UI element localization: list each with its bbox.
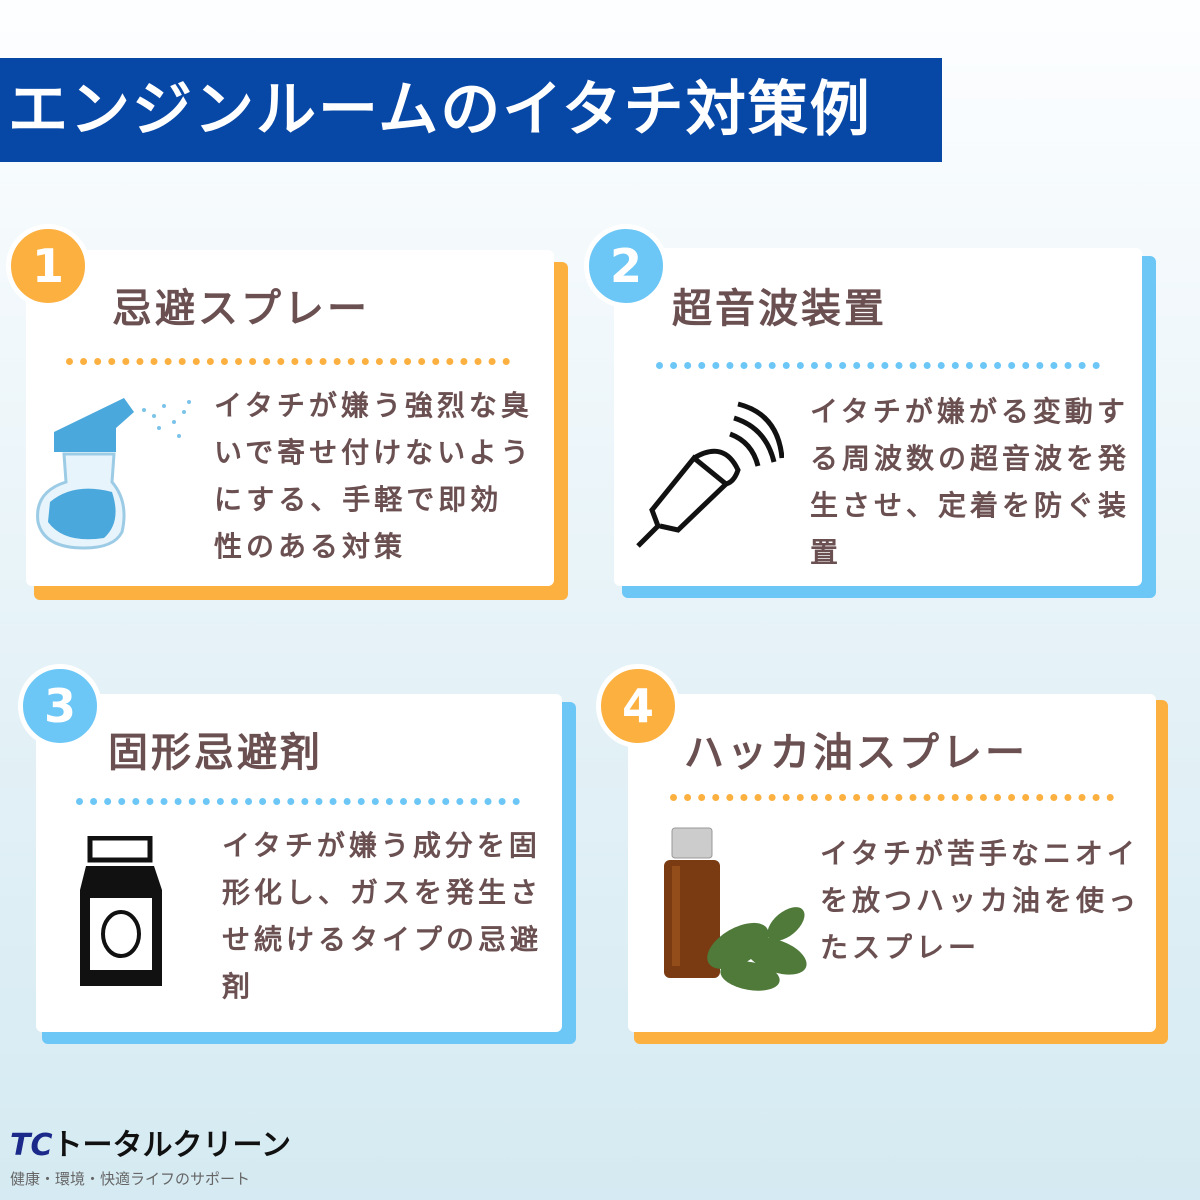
card-2 — [614, 248, 1142, 586]
card-text-2: イタチが嫌がる変動する周波数の超音波を発生させ、定着を防ぐ装置 — [810, 395, 1131, 569]
number-badge-3: 3 — [18, 664, 102, 748]
spray-bottle-icon — [36, 398, 191, 550]
solid-repellent-bottle-icon — [80, 836, 162, 986]
company-logo: TCトータルクリーン 健康・環境・快適ライフのサポート — [10, 1120, 291, 1189]
divider — [656, 362, 1100, 369]
card-title-1: 忌避スプレー — [112, 286, 370, 332]
logo-brand: TC — [10, 1128, 53, 1163]
mint-oil-bottle-icon — [664, 827, 807, 991]
logo-tagline: 健康・環境・快適ライフのサポート — [10, 1170, 251, 1188]
ultrasonic-device-icon — [636, 401, 784, 548]
card-text-4: イタチが苦手なニオイを放つハッカ油を使ったスプレー — [820, 837, 1141, 964]
divider — [670, 794, 1114, 801]
number-badge-1: 1 — [6, 224, 90, 308]
card-title-4: ハッカ油スプレー — [684, 730, 1028, 776]
card-title-3: 固形忌避剤 — [108, 730, 323, 776]
divider — [76, 798, 520, 805]
page-title: エンジンルームのイタチ対策例 — [0, 58, 942, 162]
number-badge-2: 2 — [584, 224, 668, 308]
card-title-2: 超音波装置 — [672, 286, 887, 332]
logo-name: トータルクリーン — [52, 1128, 291, 1163]
card-text-3: イタチが嫌う成分を固形化し、ガスを発生させ続けるタイプの忌避剤 — [222, 829, 543, 1003]
divider — [66, 358, 510, 365]
number-badge-4: 4 — [596, 664, 680, 748]
card-text-1: イタチが嫌う強烈な臭いで寄せ付けないようにする、手軽で即効性のある対策 — [214, 389, 533, 563]
